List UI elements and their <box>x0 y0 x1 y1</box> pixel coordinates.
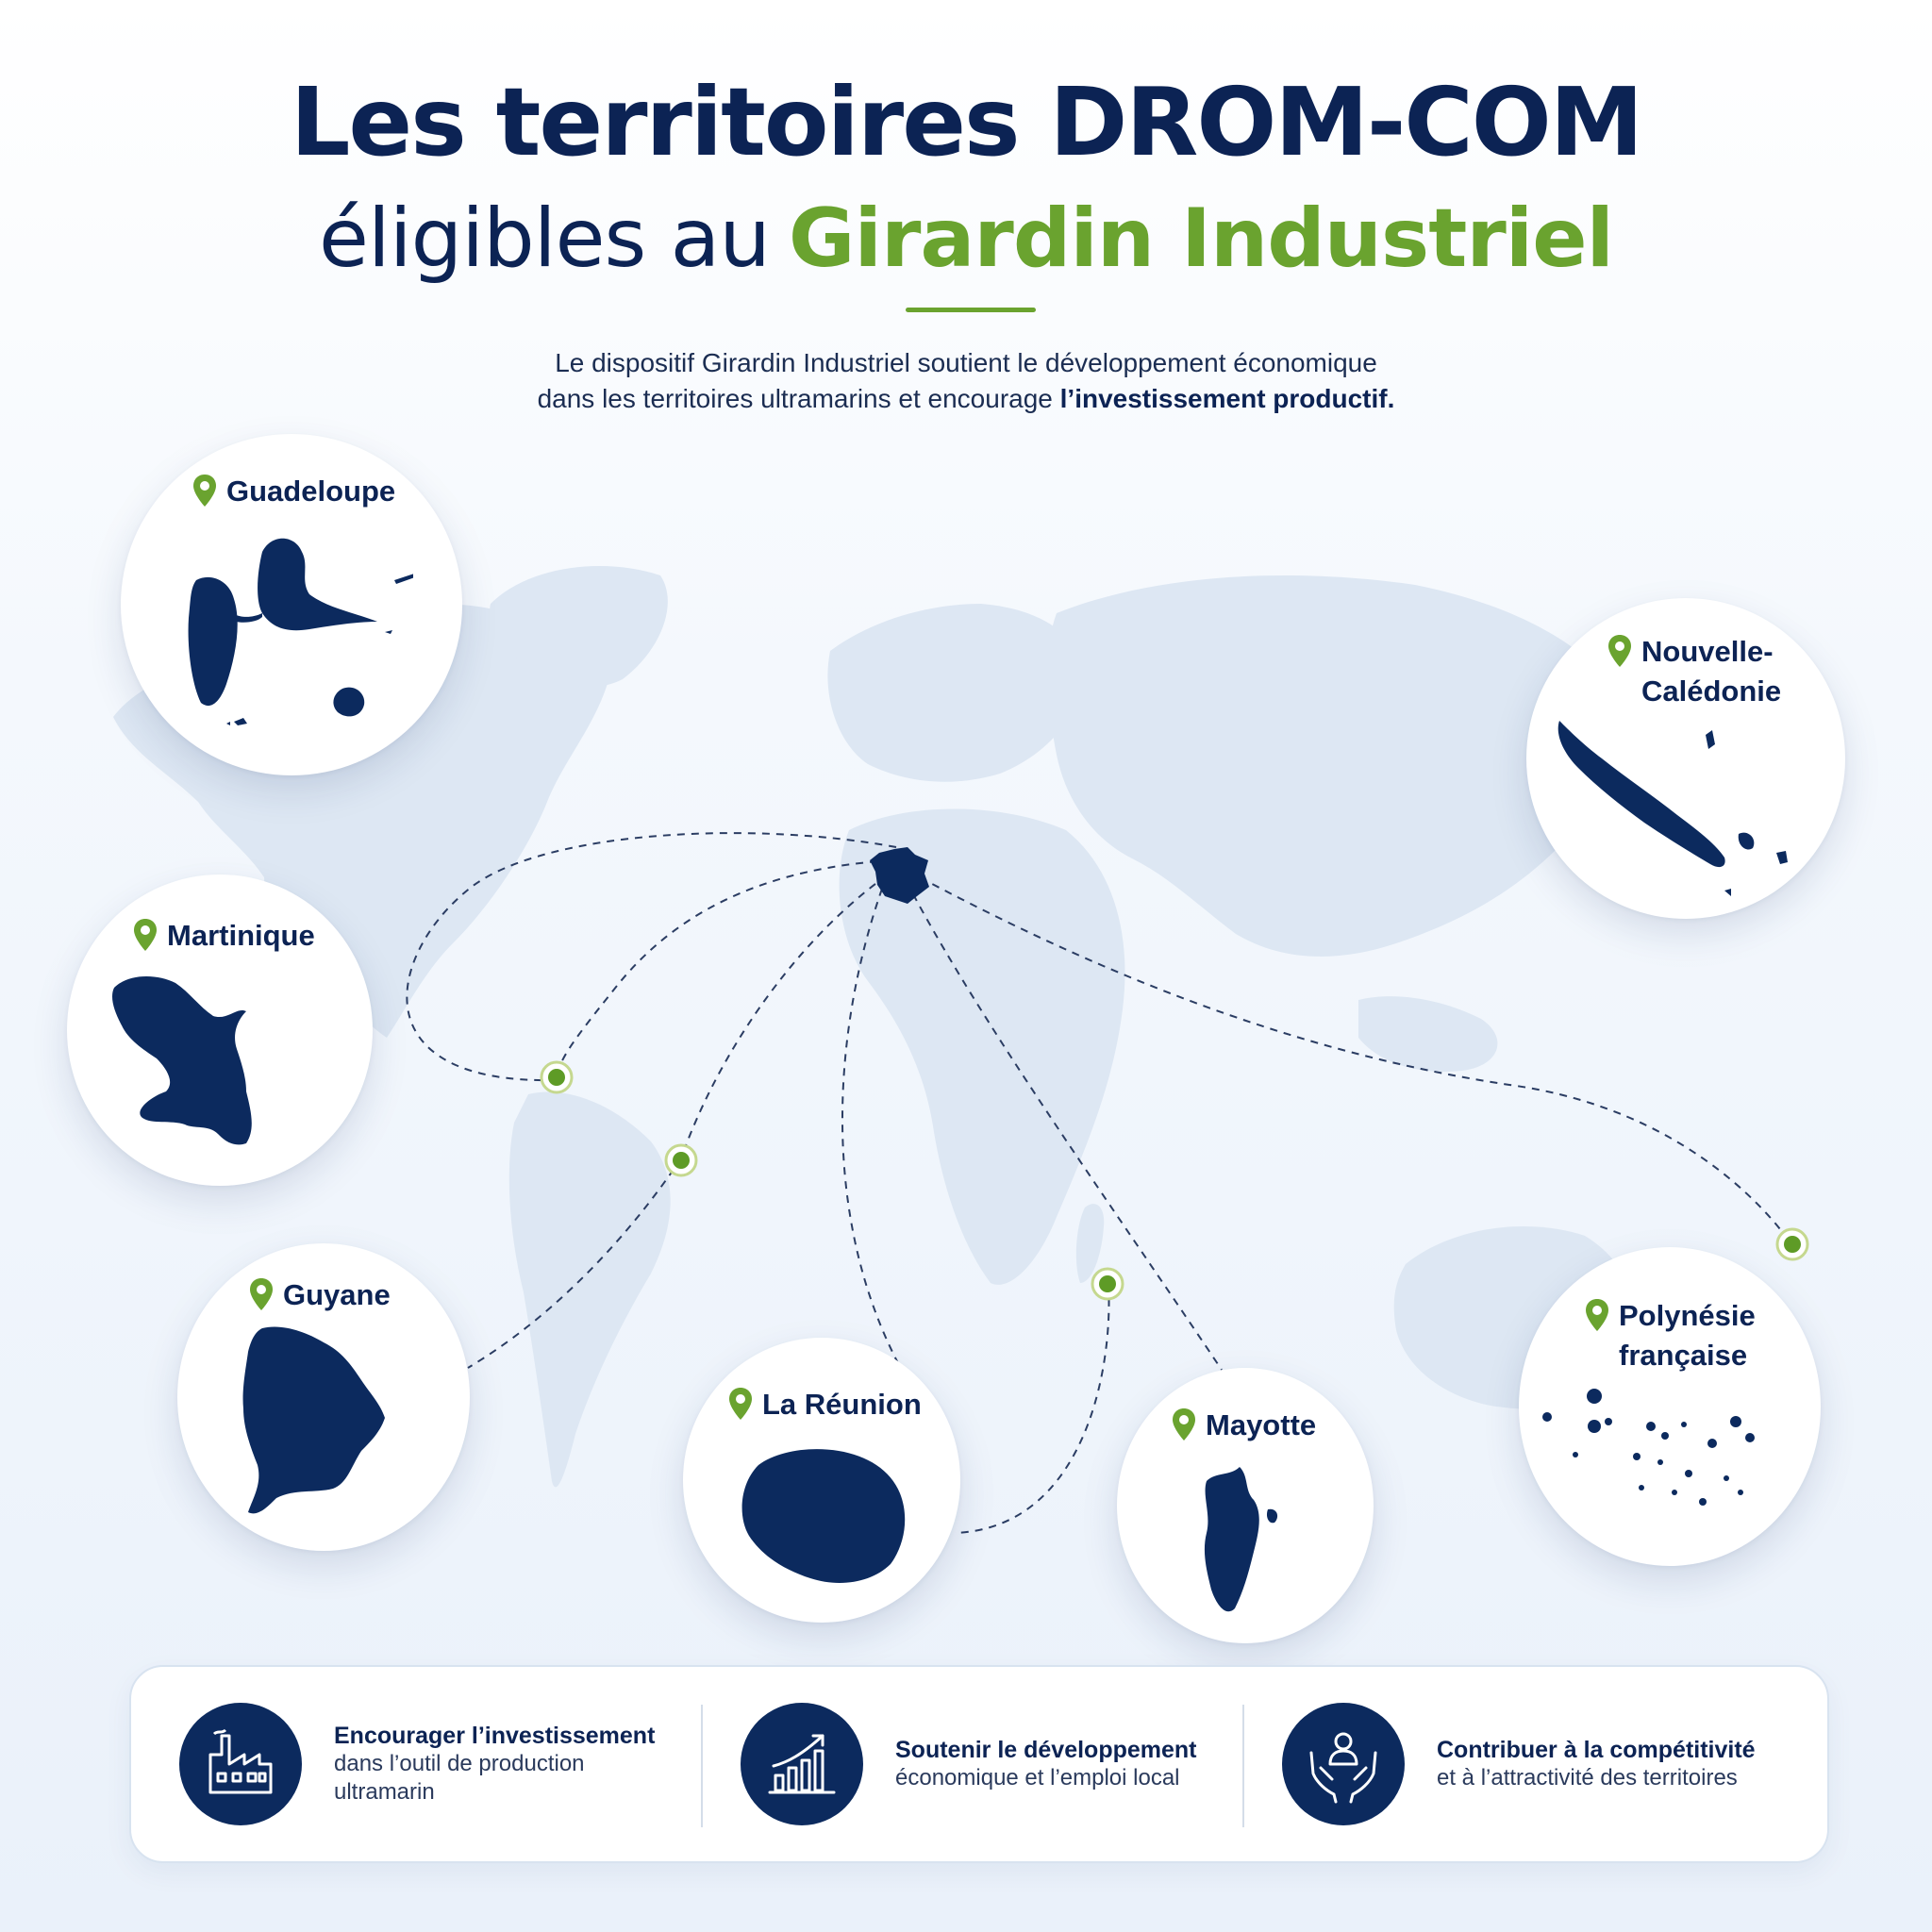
intro-line-1: Le dispositif Girardin Industriel soutie… <box>555 348 1377 377</box>
continent-madagascar <box>1075 1204 1105 1283</box>
map-pin-icon <box>250 1278 273 1310</box>
island-martinique <box>111 976 252 1145</box>
helping-hands-icon <box>1282 1703 1405 1825</box>
france-icon <box>870 847 929 904</box>
intro-line-2-text: dans les territoires ultramarins et enco… <box>537 384 1053 413</box>
route-mayotte-circle <box>954 1284 1110 1534</box>
continent-south-america <box>508 1091 671 1488</box>
continent-africa <box>839 808 1125 1285</box>
map-pin-icon <box>1173 1408 1195 1441</box>
feature-description: économique et l’emploi local <box>895 1765 1180 1790</box>
feature-description: dans l’outil de production ultramarin <box>334 1751 585 1805</box>
intro-text: Le dispositif Girardin Industriel soutie… <box>0 345 1932 417</box>
feature-divider <box>1242 1705 1244 1827</box>
factory-icon <box>179 1703 302 1825</box>
intro-line-2-bold: l’investissement productif. <box>1059 384 1395 413</box>
territory-card-guadeloupe[interactable]: Guadeloupe <box>121 434 462 775</box>
territory-card-martinique[interactable]: Martinique <box>67 874 373 1186</box>
territory-label-nouvelle-caledonie: Nouvelle-Calédonie <box>1607 632 1781 711</box>
title-underline <box>906 308 1036 312</box>
page-title: Les territoires DROM-COM <box>290 67 1644 177</box>
territory-name: Guadeloupe <box>226 475 396 508</box>
marker-polynesie <box>1775 1227 1809 1261</box>
marker-guyane <box>664 1143 698 1177</box>
location-markers <box>540 1060 1809 1301</box>
route-mayotte <box>912 893 1223 1371</box>
features-panel: Encourager l’investissement dans l’outil… <box>129 1665 1829 1863</box>
route-reunion <box>841 888 907 1378</box>
territory-name: Martinique <box>167 919 315 952</box>
territory-card-nouvelle-caledonie[interactable]: Nouvelle-Calédonie <box>1526 598 1845 919</box>
subtitle-prefix: éligibles au <box>318 192 771 286</box>
territory-label-mayotte: Mayotte <box>1172 1406 1316 1445</box>
island-mayotte <box>1204 1467 1278 1612</box>
map-pin-icon <box>1608 635 1631 667</box>
intro-line-2: dans les territoires ultramarins et enco… <box>0 381 1932 417</box>
route-guadeloupe <box>406 832 897 1082</box>
route-oceania <box>919 876 1793 1246</box>
territory-name: Mayotte <box>1206 1408 1317 1441</box>
territory-label-reunion: La Réunion <box>728 1385 922 1424</box>
map-pin-icon <box>1586 1299 1608 1331</box>
continent-greenland <box>490 566 668 688</box>
growth-chart-icon <box>741 1703 863 1825</box>
island-nouvelle-caledonie <box>1557 721 1788 896</box>
continent-asia <box>1047 575 1624 957</box>
feature-competitiveness: Contribuer à la compétitivité et à l’att… <box>1282 1703 1756 1825</box>
territory-name: La Réunion <box>762 1388 922 1421</box>
continent-southeast-asia <box>1358 996 1498 1072</box>
island-guadeloupe <box>188 538 413 725</box>
feature-development-text: Soutenir le développement économique et … <box>895 1736 1207 1792</box>
island-reunion <box>741 1449 906 1583</box>
territory-label-guyane: Guyane <box>249 1275 391 1315</box>
island-guyane <box>242 1326 385 1514</box>
map-pin-icon <box>134 919 157 951</box>
feature-investment-text: Encourager l’investissement dans l’outil… <box>334 1722 655 1807</box>
continent-europe <box>827 604 1085 782</box>
feature-competitiveness-text: Contribuer à la compétitivité et à l’att… <box>1437 1736 1756 1792</box>
feature-title: Soutenir le développement <box>895 1737 1197 1763</box>
island-polynesie <box>1542 1389 1755 1506</box>
feature-title: Encourager l’investissement <box>334 1723 656 1749</box>
territory-name: Nouvelle-Calédonie <box>1641 635 1782 708</box>
marker-mayotte <box>1091 1267 1124 1301</box>
feature-divider <box>701 1705 703 1827</box>
marker-antilles <box>540 1060 574 1094</box>
territory-name: Guyane <box>283 1278 391 1311</box>
subtitle-accent: Girardin Industriel <box>788 192 1614 286</box>
feature-investment: Encourager l’investissement dans l’outil… <box>179 1703 655 1825</box>
map-pin-icon <box>729 1388 752 1420</box>
feature-description: et à l’attractivité des territoires <box>1437 1765 1738 1790</box>
territory-label-guadeloupe: Guadeloupe <box>192 472 395 511</box>
territory-label-martinique: Martinique <box>133 916 315 956</box>
feature-development: Soutenir le développement économique et … <box>741 1703 1207 1825</box>
feature-title: Contribuer à la compétitivité <box>1437 1737 1756 1763</box>
territory-card-guyane[interactable]: Guyane <box>177 1243 470 1551</box>
territory-card-mayotte[interactable]: Mayotte <box>1117 1368 1374 1643</box>
territory-card-reunion[interactable]: La Réunion <box>683 1338 960 1623</box>
map-pin-icon <box>193 475 216 507</box>
